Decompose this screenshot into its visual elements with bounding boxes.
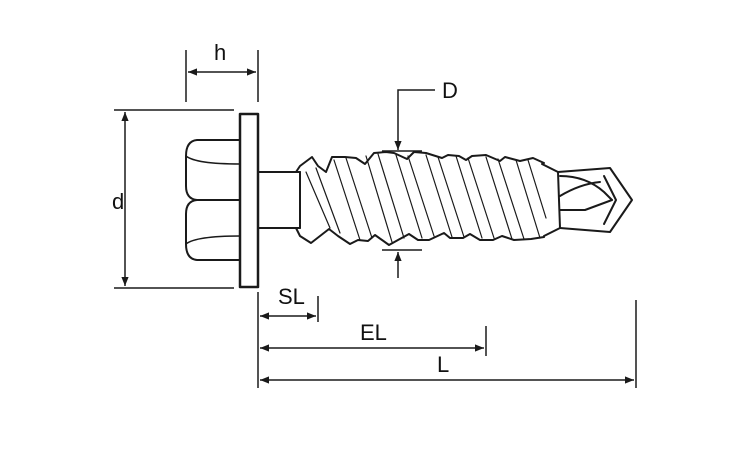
label-d: d <box>112 189 124 214</box>
washer <box>238 112 260 289</box>
drill-point-tip <box>541 163 633 237</box>
label-h: h <box>214 40 226 65</box>
dimension-D <box>382 89 435 278</box>
shank <box>257 171 301 229</box>
label-EL: EL <box>360 320 387 345</box>
dimension-h <box>185 50 259 102</box>
label-D: D <box>442 78 458 103</box>
label-SL: SL <box>278 284 305 309</box>
label-L: L <box>437 352 449 377</box>
dimension-d <box>114 109 234 289</box>
thread-section <box>295 151 547 246</box>
hex-head <box>185 139 241 261</box>
